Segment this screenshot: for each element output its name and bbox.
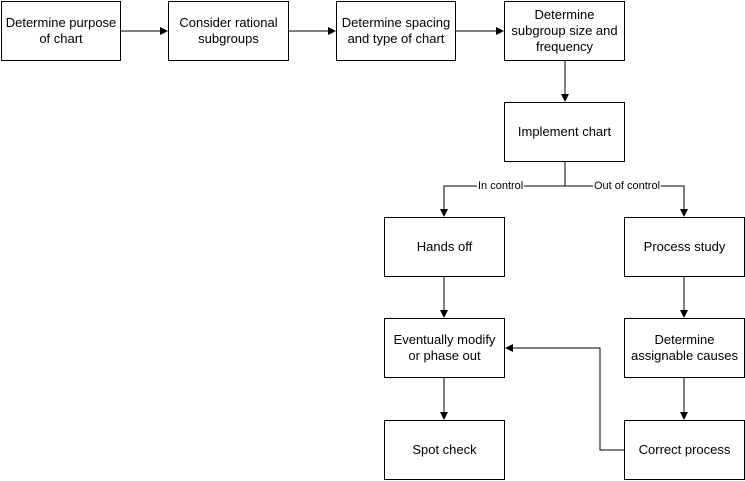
arrow-correct-to-modify: [505, 344, 624, 451]
node-correct-process: Correct process: [624, 420, 745, 480]
node-label: Process study: [643, 239, 726, 254]
node-implement-chart: Implement chart: [504, 102, 625, 162]
node-label: Consider rational subgroups: [179, 15, 278, 46]
node-determine-subgroup-size: Determine subgroup size and frequency: [504, 1, 625, 61]
node-hands-off: Hands off: [384, 217, 505, 277]
node-label: Implement chart: [517, 124, 612, 139]
node-label: Eventually modify or phase out: [393, 332, 496, 363]
node-label: Spot check: [412, 442, 477, 457]
node-label: Determine spacing and type of chart: [341, 15, 451, 46]
node-label: Hands off: [416, 239, 473, 254]
node-process-study: Process study: [624, 217, 745, 277]
node-consider-rational-subgroups: Consider rational subgroups: [168, 1, 289, 61]
arrow-in-control: [440, 185, 565, 217]
node-determine-assignable-causes: Determine assignable causes: [624, 318, 745, 378]
node-label: Determine assignable causes: [631, 332, 738, 363]
node-determine-spacing: Determine spacing and type of chart: [336, 1, 456, 61]
node-label: Correct process: [638, 442, 731, 457]
node-label: Determine purpose of chart: [5, 15, 117, 46]
edge-label-in-control: In control: [477, 180, 525, 192]
node-determine-purpose: Determine purpose of chart: [1, 1, 121, 61]
node-label: Determine subgroup size and frequency: [511, 7, 618, 54]
edge-label-out-of-control: Out of control: [593, 180, 662, 192]
node-eventually-modify: Eventually modify or phase out: [384, 318, 505, 378]
node-spot-check: Spot check: [384, 420, 505, 480]
